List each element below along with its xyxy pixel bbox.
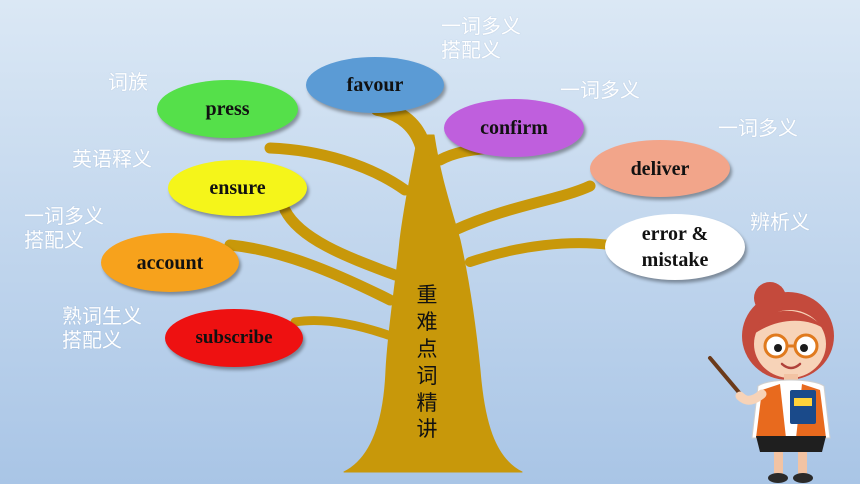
word-node-confirm[interactable]: confirm [444,99,584,157]
word-node-subscribe[interactable]: subscribe [165,309,303,367]
note-subscribe: 熟词生义 搭配义 [62,304,142,352]
note-account: 一词多义 搭配义 [24,204,104,252]
word-node-press[interactable]: press [157,80,298,138]
note-error-mistake: 辨析义 [750,210,810,234]
word-node-ensure[interactable]: ensure [168,160,307,216]
word-node-favour[interactable]: favour [306,57,444,113]
trunk-title: 重难点词精讲 [416,283,438,442]
word-node-deliver[interactable]: deliver [590,140,730,197]
word-node-account[interactable]: account [101,233,239,292]
word-node-error-mistake[interactable]: error & mistake [605,214,745,280]
note-deliver: 一词多义 [718,116,798,140]
note-confirm: 一词多义 [560,78,640,102]
teacher-illustration [708,282,834,483]
note-ensure: 英语释义 [72,147,152,171]
note-favour: 一词多义 搭配义 [441,14,521,62]
note-press: 词族 [108,70,148,94]
